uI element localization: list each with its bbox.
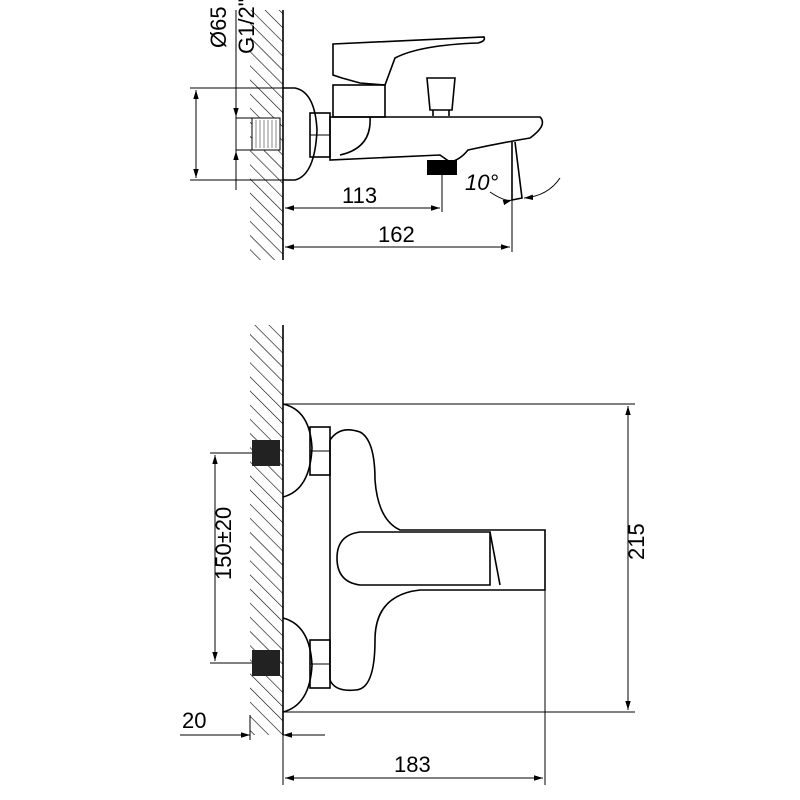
dim-162: 162 — [378, 222, 415, 247]
thread-upper — [252, 440, 280, 466]
thread-lower — [252, 650, 280, 676]
thread-top — [251, 117, 281, 151]
escutcheon-top — [283, 87, 318, 181]
cartridge-top — [332, 84, 386, 118]
lever-top — [332, 36, 486, 86]
front-view: 215 150±20 20 183 — [180, 325, 649, 785]
dim-215: 215 — [624, 523, 649, 560]
angle-label: 10° — [465, 170, 498, 195]
dim-150: 150±20 — [211, 507, 236, 580]
dim-113: 113 — [342, 183, 377, 208]
top-view: 10° Ø65 G1/2" 113 162 — [190, 0, 561, 260]
diameter-label: Ø65 — [206, 6, 231, 48]
aerator-top — [427, 160, 457, 175]
diverter-knob — [426, 77, 456, 116]
thread-label: G1/2" — [234, 0, 259, 54]
dim-20: 20 — [182, 708, 206, 733]
thread-lines — [255, 120, 277, 148]
lever-front — [336, 531, 491, 586]
dim-183: 183 — [394, 752, 431, 777]
body-front — [329, 429, 546, 692]
spout-top — [329, 116, 544, 163]
